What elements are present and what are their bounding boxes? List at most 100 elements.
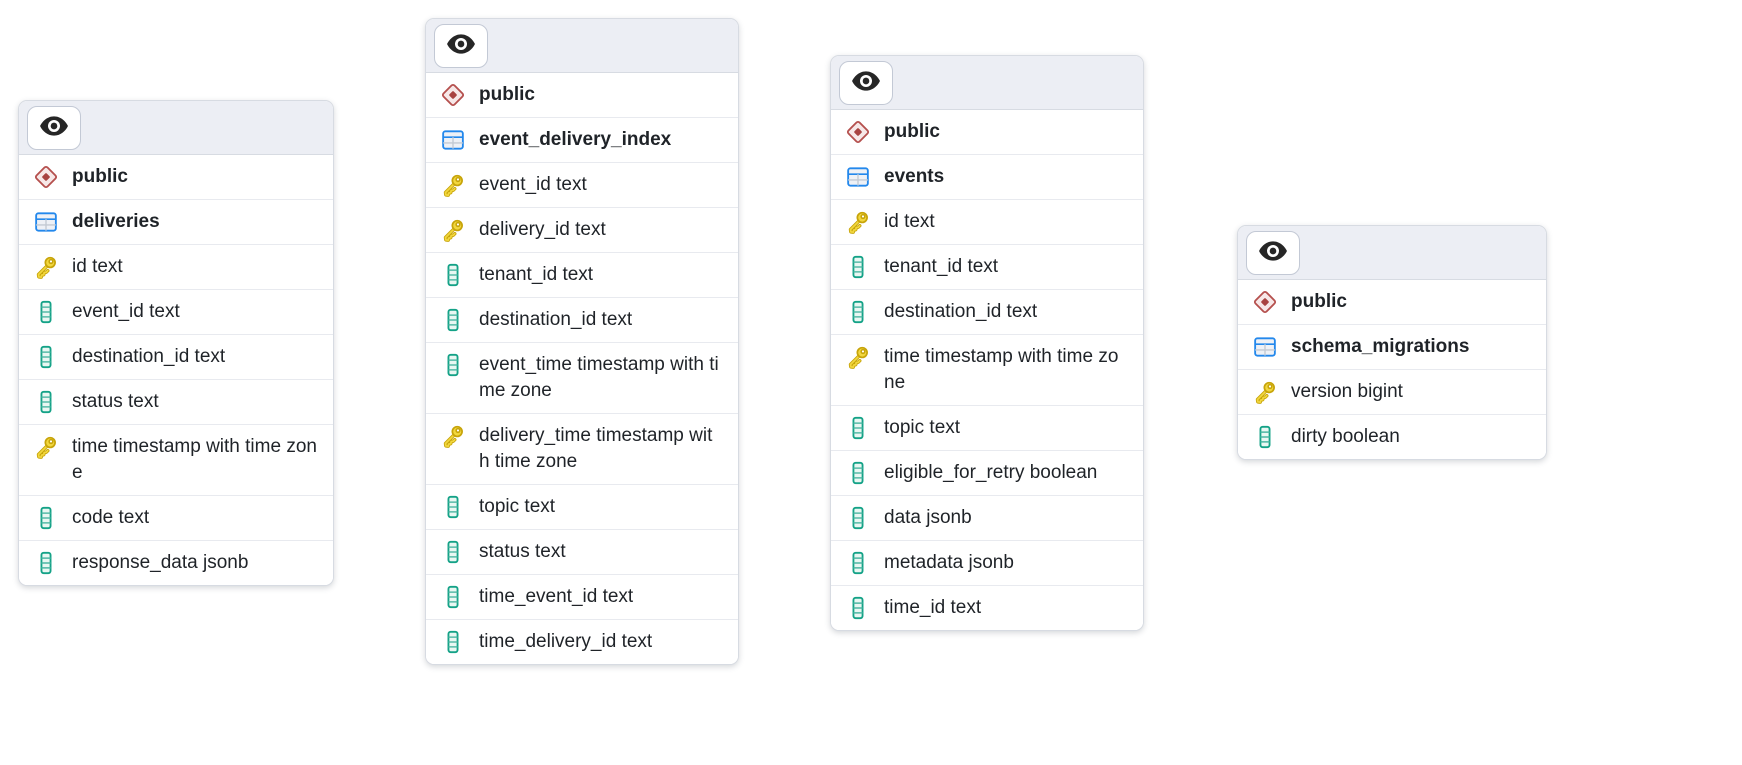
column-row[interactable]: code text [19, 495, 333, 540]
column-icon [33, 389, 59, 415]
column-icon [33, 505, 59, 531]
table-name-row[interactable]: event_delivery_index [426, 117, 738, 162]
schema-row[interactable]: public [426, 73, 738, 117]
primary-key-icon [440, 217, 466, 243]
table-card-header [19, 101, 333, 155]
column-row[interactable]: tenant_id text [831, 244, 1143, 289]
visibility-toggle-button[interactable] [27, 105, 81, 150]
primary-key-icon [1252, 379, 1278, 405]
column-row[interactable]: response_data jsonb [19, 540, 333, 585]
table-card-deliveries[interactable]: public deliveries id text event_id text de… [18, 100, 334, 586]
column-row[interactable]: event_id text [19, 289, 333, 334]
column-icon [1252, 424, 1278, 450]
column-icon [845, 254, 871, 280]
primary-key-icon [33, 254, 59, 280]
column-label: event_id text [72, 301, 180, 322]
column-icon [440, 629, 466, 655]
column-row[interactable]: event_time timestamp with time zone [426, 342, 738, 413]
column-row[interactable]: status text [426, 529, 738, 574]
column-icon [440, 494, 466, 520]
column-row[interactable]: eligible_for_retry boolean [831, 450, 1143, 495]
column-label: destination_id text [479, 309, 633, 330]
column-row[interactable]: delivery_time timestamp with time zone [426, 413, 738, 484]
column-icon [440, 584, 466, 610]
column-row[interactable]: version bigint [1238, 369, 1546, 414]
primary-key-icon [440, 423, 466, 449]
column-row[interactable]: tenant_id text [426, 252, 738, 297]
table-name: schema_migrations [1291, 336, 1470, 357]
visibility-toggle-button[interactable] [434, 23, 488, 68]
column-label: time timestamp with time zone [72, 436, 317, 483]
schema-name: public [72, 166, 128, 187]
column-row[interactable]: time_delivery_id text [426, 619, 738, 664]
column-row[interactable]: destination_id text [19, 334, 333, 379]
column-label: time_event_id text [479, 586, 634, 607]
column-row[interactable]: topic text [831, 405, 1143, 450]
column-row[interactable]: metadata jsonb [831, 540, 1143, 585]
column-label: status text [479, 541, 566, 562]
column-row[interactable]: time_event_id text [426, 574, 738, 619]
column-icon [845, 415, 871, 441]
visibility-toggle-button[interactable] [839, 60, 893, 105]
schema-row[interactable]: public [19, 155, 333, 199]
table-name-row[interactable]: deliveries [19, 199, 333, 244]
primary-key-icon [33, 434, 59, 460]
column-label: data jsonb [884, 507, 972, 528]
schema-row[interactable]: public [1238, 280, 1546, 324]
column-label: status text [72, 391, 159, 412]
primary-key-icon [440, 172, 466, 198]
column-label: eligible_for_retry boolean [884, 462, 1098, 483]
table-name-row[interactable]: schema_migrations [1238, 324, 1546, 369]
table-name: events [884, 166, 945, 187]
column-row[interactable]: id text [19, 244, 333, 289]
column-row[interactable]: destination_id text [831, 289, 1143, 334]
table-icon [33, 209, 59, 235]
column-label: id text [72, 256, 123, 277]
column-row[interactable]: time timestamp with time zone [19, 424, 333, 495]
column-label: response_data jsonb [72, 552, 249, 573]
table-card-schema_migrations[interactable]: public schema_migrations version bigint d… [1237, 225, 1547, 460]
column-label: delivery_id text [479, 219, 606, 240]
column-label: version bigint [1291, 381, 1403, 402]
column-row[interactable]: time_id text [831, 585, 1143, 630]
table-name-row[interactable]: events [831, 154, 1143, 199]
column-row[interactable]: destination_id text [426, 297, 738, 342]
eye-icon [446, 32, 476, 59]
primary-key-icon [845, 209, 871, 235]
table-card-event_delivery_index[interactable]: public event_delivery_index event_id tex… [425, 18, 739, 665]
column-row[interactable]: status text [19, 379, 333, 424]
column-row[interactable]: id text [831, 199, 1143, 244]
column-label: destination_id text [72, 346, 226, 367]
column-row[interactable]: event_id text [426, 162, 738, 207]
column-label: metadata jsonb [884, 552, 1014, 573]
column-label: time_id text [884, 597, 982, 618]
column-icon [845, 505, 871, 531]
schema-diamond-icon [845, 119, 871, 145]
table-icon [440, 127, 466, 153]
column-row[interactable]: data jsonb [831, 495, 1143, 540]
column-label: time_delivery_id text [479, 631, 653, 652]
eye-icon [1258, 239, 1288, 266]
column-label: event_id text [479, 174, 587, 195]
column-icon [33, 299, 59, 325]
column-row[interactable]: dirty boolean [1238, 414, 1546, 459]
schema-row[interactable]: public [831, 110, 1143, 154]
column-row[interactable]: delivery_id text [426, 207, 738, 252]
table-card-header [426, 19, 738, 73]
column-label: id text [884, 211, 935, 232]
table-card-header [1238, 226, 1546, 280]
column-label: destination_id text [884, 301, 1038, 322]
column-icon [440, 262, 466, 288]
schema-diamond-icon [1252, 289, 1278, 315]
column-icon [440, 352, 466, 378]
column-row[interactable]: topic text [426, 484, 738, 529]
column-icon [845, 460, 871, 486]
column-label: time timestamp with time zone [884, 346, 1119, 393]
table-card-events[interactable]: public events id text tenant_id text desti… [830, 55, 1144, 631]
table-card-header [831, 56, 1143, 110]
column-row[interactable]: time timestamp with time zone [831, 334, 1143, 405]
schema-diamond-icon [33, 164, 59, 190]
table-name: deliveries [72, 211, 160, 232]
visibility-toggle-button[interactable] [1246, 230, 1300, 275]
